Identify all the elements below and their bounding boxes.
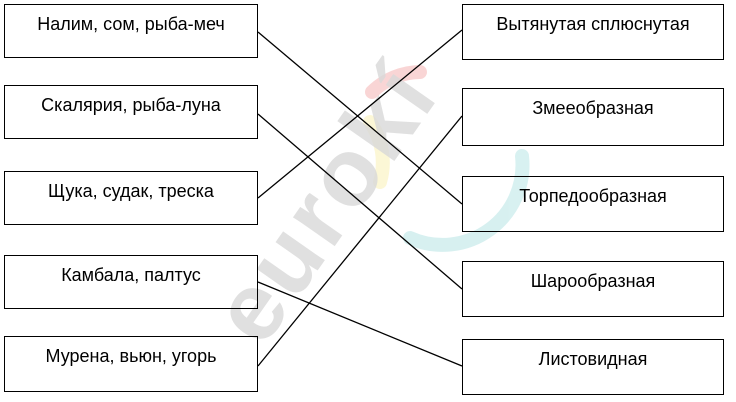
right-label-5: Листовидная: [538, 349, 648, 369]
left-label-3: Щука, судак, треска: [48, 181, 214, 201]
left-label-4: Камбала, палтус: [61, 265, 201, 285]
right-box-1: Вытянутая сплюснутая: [462, 4, 724, 60]
right-box-3: Торпедообразная: [462, 176, 724, 232]
right-box-2: Змееобразная: [462, 88, 724, 146]
left-label-2: Скалярия, рыба-луна: [41, 95, 221, 115]
connection-line-2: [257, 113, 463, 290]
connection-line-4: [257, 281, 463, 367]
connection-line-1: [257, 31, 463, 205]
right-label-4: Шарообразная: [530, 271, 656, 291]
left-box-5: Мурена, вьюн, угорь: [4, 336, 258, 392]
left-label-1: Налим, сом, рыба-меч: [37, 14, 225, 34]
left-box-1: Налим, сом, рыба-меч: [4, 4, 258, 58]
connection-line-3: [257, 29, 463, 199]
left-label-5: Мурена, вьюн, угорь: [45, 346, 217, 366]
right-label-2: Змееобразная: [532, 98, 654, 118]
right-box-5: Листовидная: [462, 339, 724, 395]
right-label-1: Вытянутая сплюснутая: [496, 14, 690, 34]
right-box-4: Шарообразная: [462, 261, 724, 317]
connection-line-5: [257, 115, 463, 367]
left-box-4: Камбала, палтус: [4, 255, 258, 309]
left-box-2: Скалярия, рыба-луна: [4, 85, 258, 139]
right-label-3: Торпедообразная: [519, 186, 667, 206]
left-box-3: Щука, судак, треска: [4, 171, 258, 225]
